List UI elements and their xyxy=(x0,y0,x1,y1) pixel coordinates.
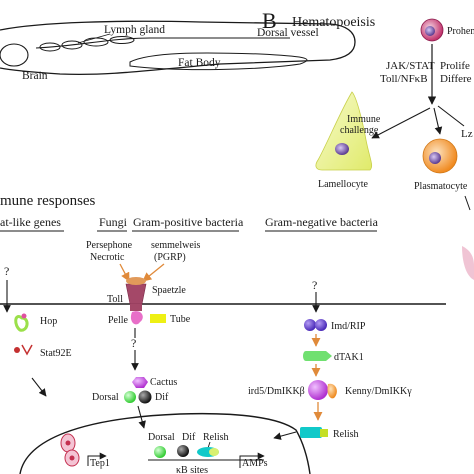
relish-pointer xyxy=(207,441,211,449)
label-toll: Toll xyxy=(107,294,123,305)
arrow-to-lz xyxy=(437,105,465,127)
arrow-to-plasmatocyte xyxy=(433,107,443,135)
hop-dot xyxy=(21,313,27,319)
label-cactus: Cactus xyxy=(150,377,177,388)
label-dorsal-vessel: Dorsal vessel xyxy=(257,27,319,39)
chromosome-icon xyxy=(60,433,80,467)
label-lamellocyte: Lamellocyte xyxy=(318,179,369,190)
nuc-label-dorsal: Dorsal xyxy=(148,432,175,443)
label-plasmatocyte: Plasmatocyte xyxy=(414,181,468,192)
dtak1-shape xyxy=(303,351,332,361)
amps-promoter-arrow xyxy=(239,452,265,468)
label-prohem: Prohem xyxy=(447,26,474,37)
relish-tip xyxy=(320,429,328,437)
question-jak: ? xyxy=(4,264,9,278)
dorsal-protein xyxy=(124,391,136,403)
arrow-stat-nucleus xyxy=(31,377,47,397)
arrow-gpos-spaetzle xyxy=(142,263,165,282)
stat92e-b xyxy=(21,344,33,356)
label-hop: Hop xyxy=(40,316,57,327)
label-jak-stat: JAK/STAT xyxy=(386,60,435,72)
question-toll: ? xyxy=(131,336,136,350)
nucleus-membrane xyxy=(19,412,311,474)
label-necrotic: Necrotic xyxy=(90,252,125,263)
label-fat-body: Fat Body xyxy=(178,57,221,69)
stat92e-a xyxy=(14,347,20,353)
cactus-shape xyxy=(132,377,148,388)
label-pelle: Pelle xyxy=(108,315,129,326)
arrow-relish-nucleus xyxy=(273,431,297,440)
nuc-label-relish: Relish xyxy=(203,432,229,443)
label-differ: Differe xyxy=(440,73,472,85)
nuc-relish-tip xyxy=(209,448,219,456)
col-header-jak: at-like genes xyxy=(0,215,61,229)
label-dorsal: Dorsal xyxy=(92,392,119,403)
label-amps: AMPs xyxy=(242,458,268,469)
label-prolif: Prolife xyxy=(440,60,470,72)
panel-b-title: Hematopoeisis xyxy=(292,15,375,30)
immune-responses-panel: mune responses at-like genes Fungi Gram-… xyxy=(0,193,446,474)
lamellocyte-nucleus xyxy=(335,143,349,155)
label-immune: Immune xyxy=(347,114,381,125)
label-semmelweis: semmelweis xyxy=(151,240,201,251)
label-challenge: challenge xyxy=(340,125,379,136)
col-header-gpos: Gram-positive bacteria xyxy=(133,215,244,229)
tube-shape xyxy=(150,314,166,323)
dorsal-vessel-shape xyxy=(35,37,290,49)
label-ird5: ird5/DmIKKβ xyxy=(248,386,305,397)
label-lz: Lz xyxy=(461,128,473,140)
label-pgrp: (PGRP) xyxy=(154,252,186,263)
brain-shape xyxy=(0,43,29,67)
label-tep1: Tep1 xyxy=(90,458,110,469)
label-persephone: Persephone xyxy=(86,240,133,251)
arrow-to-lamellocyte xyxy=(371,107,431,139)
col-header-fungi: Fungi xyxy=(99,215,128,229)
lymph-gland-pointer xyxy=(77,33,111,44)
ird5-protein xyxy=(308,380,328,400)
arrow-from-plasmatocyte xyxy=(464,195,471,211)
arrow-fungi-spaetzle xyxy=(119,263,130,282)
nuc-dif-protein xyxy=(177,445,189,457)
plasmatocyte-nucleus xyxy=(429,152,441,164)
label-brain: Brain xyxy=(22,70,48,82)
nuc-dorsal-protein xyxy=(154,446,166,458)
label-kenny: Kenny/DmIKKγ xyxy=(345,386,412,397)
kenny-shape xyxy=(327,383,337,399)
label-lymph-gland: Lymph gland xyxy=(104,24,165,36)
label-spaetzle: Spaetzle xyxy=(152,285,186,296)
label-kb-sites: κB sites xyxy=(176,465,208,474)
fat-body-shape xyxy=(129,52,308,71)
immune-section-title: mune responses xyxy=(0,193,96,209)
imd-protein-b xyxy=(315,319,327,331)
toll-receptor xyxy=(125,283,147,305)
label-tube: Tube xyxy=(170,314,191,325)
panel-b-letter: B xyxy=(262,8,277,33)
pelle-shape xyxy=(130,311,143,325)
nuc-label-dif: Dif xyxy=(182,432,196,443)
spaetzle-ligand xyxy=(126,277,146,285)
label-toll-nfkb: Toll/NFκB xyxy=(380,73,428,85)
label-dif: Dif xyxy=(155,392,169,403)
hop-shape xyxy=(14,315,29,332)
lamellocyte-cell xyxy=(315,91,373,171)
dif-protein xyxy=(138,390,152,404)
question-gneg: ? xyxy=(312,278,317,292)
larva-diagram: Lymph gland Dorsal vessel Brain Fat Body xyxy=(0,20,356,82)
imd-protein-a xyxy=(304,319,316,331)
relish-body xyxy=(300,427,322,438)
label-stat92e: Stat92E xyxy=(40,348,72,359)
col-header-gneg: Gram-negative bacteria xyxy=(265,215,379,229)
toll-receptor-stem xyxy=(130,304,142,311)
larva-body-outline xyxy=(0,20,356,76)
label-dtak1: dTAK1 xyxy=(334,352,364,363)
crystal-cell-partial xyxy=(462,246,474,280)
lymph-gland-lobes xyxy=(39,36,135,52)
tep1-promoter-arrow xyxy=(87,452,107,466)
prohemocyte-nucleus xyxy=(425,26,435,36)
label-imd-rip: Imd/RIP xyxy=(331,321,366,332)
panel-b-hematopoiesis: B Hematopoeisis Prohem JAK/STAT Toll/NFκ… xyxy=(262,8,474,280)
label-relish: Relish xyxy=(333,429,359,440)
